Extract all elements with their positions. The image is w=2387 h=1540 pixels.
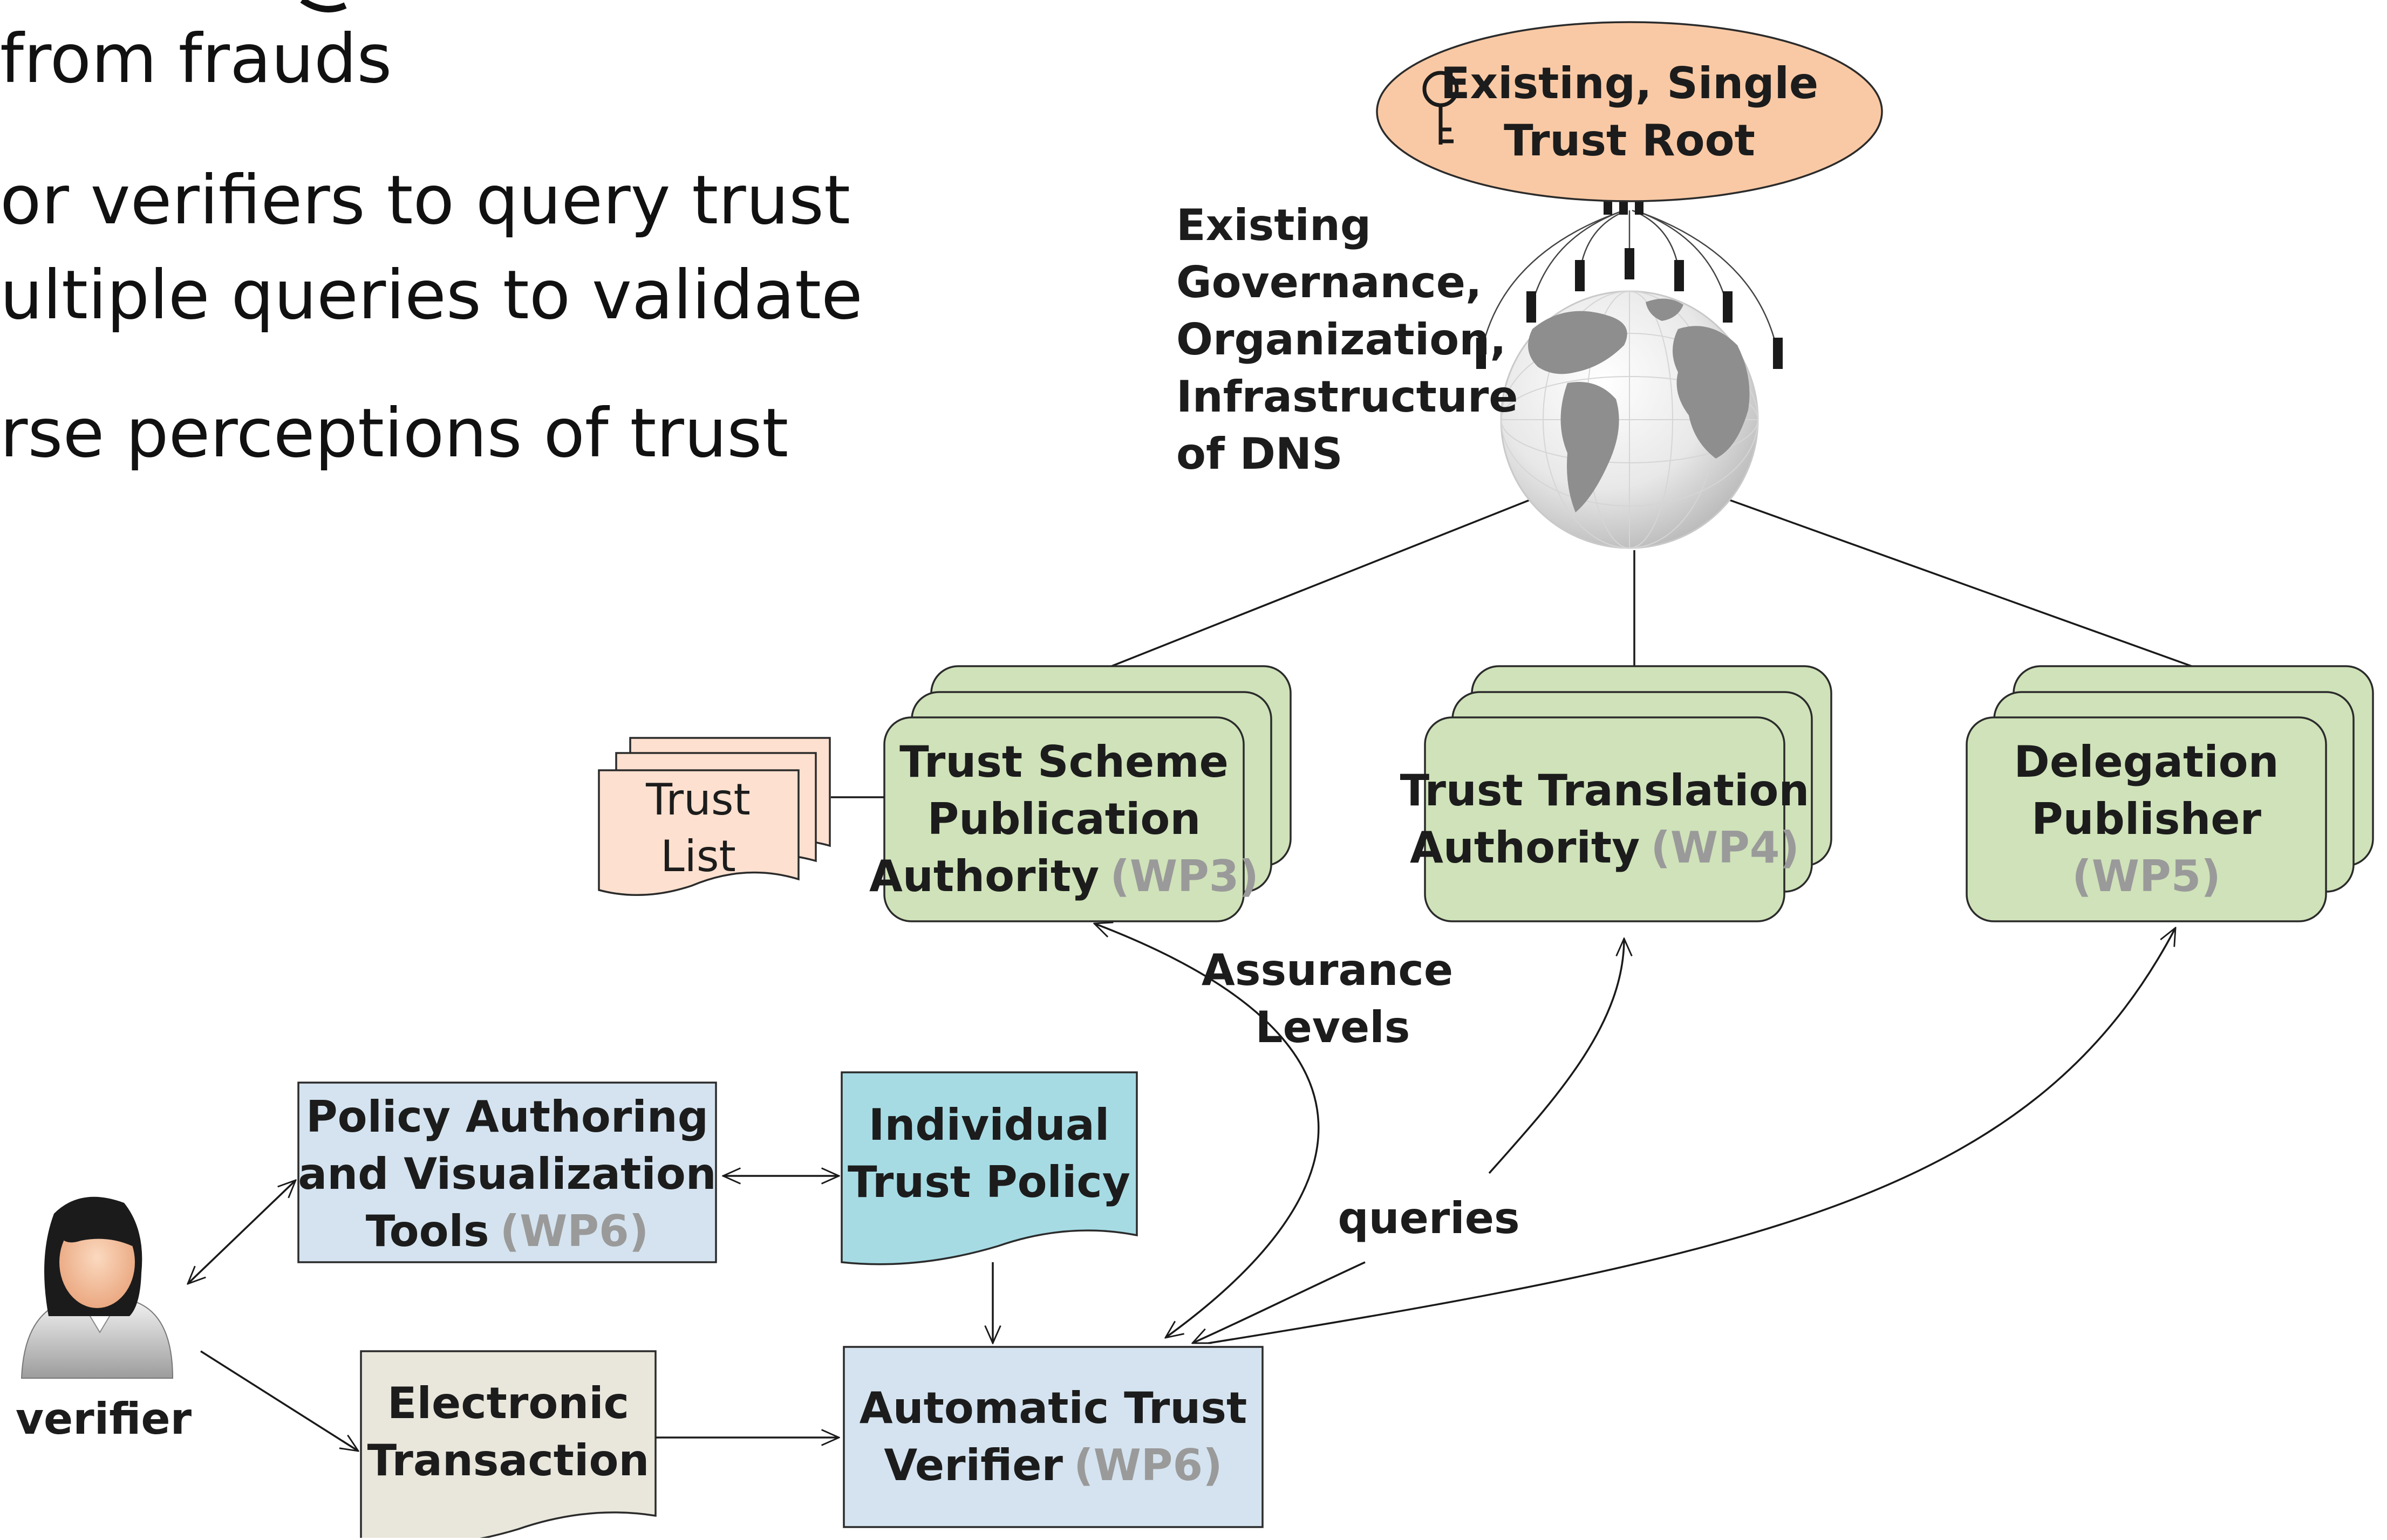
pavt-line-3: Tools(WP6): [366, 1206, 649, 1256]
policy-authoring-tools: Policy Authoring and Visualization Tools…: [297, 1082, 717, 1263]
pavt-line-1: Policy Authoring: [306, 1092, 708, 1142]
dp-line-1: Delegation: [2014, 737, 2279, 787]
slide-line-2: or verifiers to query trust: [0, 161, 850, 239]
dns-label-line-5: of DNS: [1176, 429, 1343, 479]
trust-list: Trust List: [598, 737, 884, 896]
trust-root-line-2: Trust Root: [1504, 115, 1755, 166]
tspa-line-3: Authority(WP3): [869, 851, 1259, 901]
tspa-wp: (WP3): [1110, 851, 1259, 901]
tta-name: Authority: [1410, 823, 1640, 873]
dns-label-line-2: Governance,: [1176, 257, 1482, 307]
slide-line-1: from frauds: [0, 20, 392, 98]
et-line-1: Electronic: [387, 1378, 629, 1428]
dns-label-line-1: Existing: [1176, 200, 1371, 250]
et-line-2: Transaction: [367, 1435, 650, 1486]
trust-translation-authority: Trust Translation Authority(WP4): [1400, 665, 1832, 922]
tta-line-1: Trust Translation: [1400, 765, 1810, 816]
assurance-line-1: Assurance: [1202, 945, 1453, 995]
tta-line-2: Authority(WP4): [1410, 823, 1799, 873]
atv-wp: (WP6): [1074, 1440, 1223, 1490]
itp-line-1: Individual: [869, 1100, 1110, 1150]
trust-scheme-publication-authority: Trust Scheme Publication Authority(WP3): [869, 665, 1292, 922]
trust-root-line-1: Existing, Single: [1441, 58, 1818, 108]
pavt-name: Tools: [366, 1206, 489, 1256]
verifier-person-icon: [21, 1196, 174, 1379]
trust-root-ellipse: [1376, 21, 1883, 202]
slide-bullet-text: from frauds or verifiers to query trust …: [0, 0, 863, 473]
tspa-line-1: Trust Scheme: [899, 737, 1229, 787]
automatic-trust-verifier: Automatic Trust Verifier(WP6): [843, 1346, 1264, 1528]
verifier-label: verifier: [16, 1394, 192, 1444]
electronic-transaction: Electronic Transaction: [360, 1350, 657, 1540]
trust-root: Existing, Single Trust Root: [1376, 21, 1883, 202]
delegation-publisher: Delegation Publisher (WP5): [1966, 665, 2374, 922]
globe-connectors: [1111, 498, 2192, 667]
key-icon: [1422, 71, 1459, 145]
atv-line-2: Verifier(WP6): [884, 1440, 1222, 1490]
globe-icon: [1500, 290, 1759, 549]
atv-line-1: Automatic Trust: [860, 1383, 1247, 1433]
dp-wp: (WP5): [2072, 851, 2221, 901]
query-arrows: [1094, 923, 2175, 1344]
tta-wp: (WP4): [1651, 823, 1799, 873]
trust-list-line-2: List: [660, 831, 736, 881]
slide-line-4: rse perceptions of trust: [0, 394, 788, 473]
dns-label-line-4: Infrastructure: [1176, 372, 1518, 422]
queries-label: queries: [1338, 1193, 1519, 1243]
tspa-name: Authority: [869, 851, 1099, 901]
pavt-wp: (WP6): [500, 1206, 649, 1256]
itp-line-2: Trust Policy: [848, 1157, 1130, 1207]
dns-label-line-3: Organization,: [1176, 314, 1506, 365]
slide-line-3: ultiple queries to validate: [0, 256, 863, 334]
dns-label: Existing Governance, Organization, Infra…: [1176, 200, 1518, 479]
pavt-line-2: and Visualization: [298, 1149, 717, 1199]
cut-letter-fragment: [300, 0, 347, 13]
dns-spokes: [1476, 184, 1783, 369]
dp-line-2: Publisher: [2031, 794, 2262, 844]
assurance-line-2: Levels: [1256, 1002, 1410, 1052]
individual-trust-policy: Individual Trust Policy: [841, 1071, 1138, 1265]
box-arrows: [188, 1176, 993, 1451]
tspa-line-2: Publication: [927, 794, 1201, 844]
trust-list-line-1: Trust: [645, 775, 751, 825]
atv-name: Verifier: [884, 1440, 1063, 1490]
